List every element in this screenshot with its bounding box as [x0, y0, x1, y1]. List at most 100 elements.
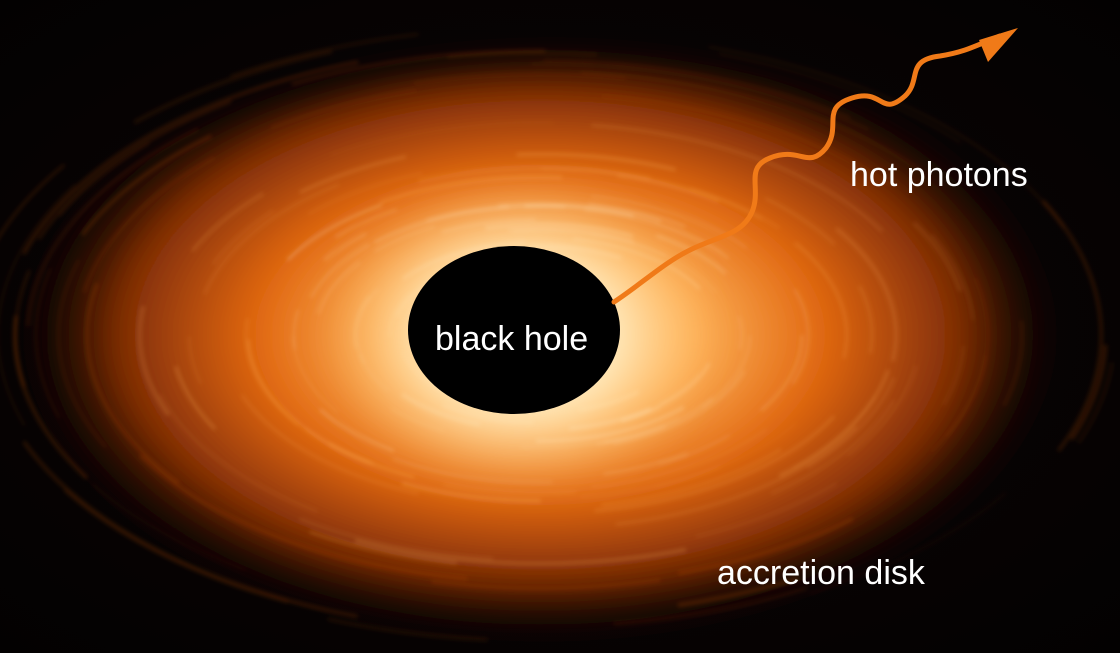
disk-streak [188, 336, 202, 384]
disk-streak [572, 237, 702, 291]
disk-streak [309, 242, 370, 299]
disk-streak [594, 415, 836, 513]
disk-streak [230, 33, 419, 78]
disk-streak [531, 244, 622, 260]
disk-streak [13, 315, 88, 480]
disk-streak [620, 405, 661, 423]
disk-streak [531, 63, 870, 131]
disk-streak [588, 202, 686, 228]
disk-streak [327, 618, 488, 641]
black-hole [408, 246, 620, 414]
accretion-disk-label: accretion disk [717, 554, 925, 592]
disk-streak [521, 418, 680, 448]
disk-streak [388, 292, 412, 337]
disk-streak [718, 53, 962, 144]
disk-streak [591, 429, 768, 488]
disk-streak [930, 355, 987, 453]
disk-streak [617, 174, 720, 203]
disk-streak [580, 465, 721, 498]
disk-streaks [0, 33, 1114, 641]
disk-streak [834, 226, 898, 362]
disk-streak [738, 316, 743, 350]
disk-streak [240, 394, 419, 495]
disk-streak [615, 426, 858, 526]
disk-streak [22, 440, 358, 618]
black-hole-label: black hole [435, 320, 589, 358]
disk-streak [330, 121, 554, 156]
disk-streak [137, 305, 170, 417]
disk-streak [708, 46, 1065, 229]
disk-streak [541, 167, 763, 221]
disk-streak [447, 51, 598, 59]
disk-streak [352, 294, 371, 350]
disk-streak [80, 134, 213, 236]
disk-streak [659, 373, 699, 404]
wavy-arrow-icon [611, 28, 1018, 305]
disk-streak [613, 587, 808, 625]
disk-streak [390, 408, 444, 432]
disk-streak [245, 318, 299, 426]
disk-streak [354, 539, 687, 566]
disk-streak [695, 483, 838, 538]
disk-streak [374, 225, 436, 253]
disk-streak [203, 182, 340, 295]
disk-streak [323, 231, 367, 262]
disk-streak [37, 100, 232, 240]
disk-streak [689, 187, 780, 230]
disk-streak [543, 60, 851, 119]
disk-streak [400, 392, 481, 427]
disk-streak [443, 483, 577, 494]
disk-streak [658, 362, 711, 408]
disk-streak [931, 234, 974, 320]
disk-streak [355, 288, 379, 365]
disk-streak [401, 241, 526, 280]
disk-streak [334, 208, 398, 239]
disk-streak [212, 209, 275, 265]
disk-streak [58, 141, 150, 218]
disk-streak [307, 172, 423, 215]
disk-streak [513, 229, 667, 258]
disk-streak [1077, 362, 1114, 444]
disk-streak [484, 222, 634, 238]
disk-streak [601, 448, 782, 507]
disk-streak [190, 192, 265, 253]
disk-streak [591, 195, 748, 249]
disk-streak [299, 155, 407, 194]
disk-streak [535, 405, 685, 443]
disk-streak [760, 334, 803, 412]
disk-streak [291, 49, 546, 86]
disk-streak [22, 60, 359, 255]
disk-streak [516, 152, 676, 172]
disk-streak [806, 377, 896, 469]
disk-streak [392, 458, 553, 483]
disk-streak [374, 205, 565, 244]
disk-streak [247, 339, 374, 466]
disk-streak [298, 517, 494, 561]
disk-streak [286, 203, 383, 262]
disk-streak [379, 175, 563, 205]
disk-streak [656, 234, 727, 275]
disk-streak [581, 72, 921, 171]
disk-streak [0, 184, 76, 426]
disk-streak [133, 49, 333, 125]
disk-streak [413, 73, 626, 85]
disk-streak [791, 288, 811, 385]
disk-streak [138, 453, 468, 581]
disk-streak [441, 218, 536, 234]
disk-streak [507, 228, 635, 243]
disk-streak [82, 156, 215, 293]
disk-streak [158, 393, 318, 513]
disk-streak [319, 408, 395, 453]
disk-streak [431, 578, 661, 590]
disk-streak [309, 530, 458, 565]
disk-streak [584, 208, 730, 260]
disk-streak [847, 365, 917, 457]
disk-streak [92, 483, 246, 571]
disk-streak [569, 407, 652, 431]
disk-streak [1069, 344, 1108, 441]
disk-streak [174, 365, 217, 431]
disk-streak [770, 399, 895, 495]
disk-streak [1041, 199, 1103, 452]
